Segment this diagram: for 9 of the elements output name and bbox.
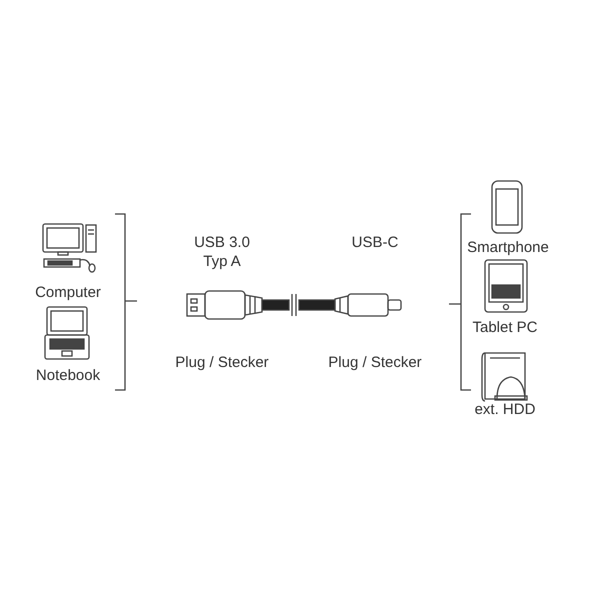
plug-label: Plug / Stecker [328,353,422,372]
device-label: Smartphone [467,238,549,257]
connector-type-label: USB-C [352,233,398,252]
device-label: Notebook [36,366,100,385]
device-label: Computer [35,283,101,302]
device-label: ext. HDD [474,400,536,419]
device-label: Tablet PC [472,318,538,337]
plug-label: Plug / Stecker [175,353,269,372]
connector-type-label: USB 3.0 Typ A [193,233,251,271]
